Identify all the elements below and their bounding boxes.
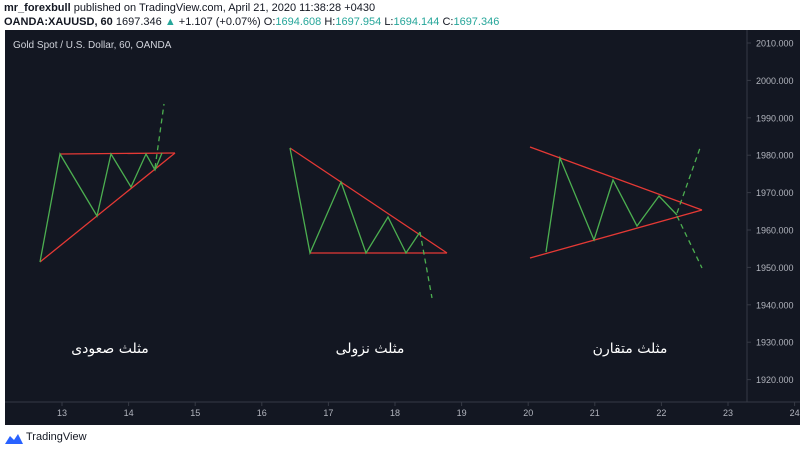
up-arrow-icon: ▲ xyxy=(164,16,176,28)
brand-name[interactable]: TradingView xyxy=(26,431,87,443)
upper-trendline[interactable] xyxy=(529,146,703,211)
time-tick-label: 21 xyxy=(590,408,600,418)
time-tick-label: 15 xyxy=(190,408,200,418)
time-tick-label: 19 xyxy=(457,408,467,418)
lower-trendline[interactable] xyxy=(529,209,703,259)
time-tick-label: 20 xyxy=(523,408,533,418)
price-tick-label: 1970.000 xyxy=(756,188,794,198)
price-tick-label: 2000.000 xyxy=(756,76,794,86)
tradingview-logo-icon xyxy=(5,434,23,444)
ascending-triangle-drawing[interactable] xyxy=(39,103,176,263)
publish-header: mr_forexbull published on TradingView.co… xyxy=(0,0,800,30)
price-tick-label: 1980.000 xyxy=(756,151,794,161)
time-axis[interactable]: 131415161718192021222324252627 xyxy=(57,402,800,418)
time-tick-label: 22 xyxy=(656,408,666,418)
price-tick-label: 1930.000 xyxy=(756,338,794,348)
price-tick-label: 1950.000 xyxy=(756,263,794,273)
price-tick-label: 2010.000 xyxy=(756,39,794,49)
publish-info: mr_forexbull published on TradingView.co… xyxy=(4,2,375,14)
price-tick-label: 1940.000 xyxy=(756,300,794,310)
chart-pane[interactable]: 2010.000 2000.000 1990.000 1980.000 1970.000… xyxy=(5,30,800,425)
support-trendline[interactable] xyxy=(39,152,176,263)
resistance-line[interactable] xyxy=(59,152,176,155)
low-value: 1694.144 xyxy=(393,16,440,28)
price-zigzag[interactable] xyxy=(545,155,678,253)
symmetric-triangle-label[interactable]: مثلث متقارن xyxy=(593,341,668,357)
low-label: L: xyxy=(384,16,394,28)
time-tick-label: 17 xyxy=(323,408,333,418)
symmetric-triangle-drawing[interactable] xyxy=(529,146,703,269)
price-tick-label: 1990.000 xyxy=(756,113,794,123)
symbol-label: OANDA:XAUUSD, 60 xyxy=(4,16,113,28)
author-name[interactable]: mr_forexbull xyxy=(4,2,71,14)
breakout-projection[interactable] xyxy=(154,103,165,169)
time-tick-label: 18 xyxy=(390,408,400,418)
breakdown-projection[interactable] xyxy=(676,215,703,269)
ohlc-line: OANDA:XAUUSD, 60 1697.346 ▲ +1.107 (+0.0… xyxy=(4,16,499,28)
time-tick-label: 16 xyxy=(257,408,267,418)
close-label: C: xyxy=(442,16,454,28)
ascending-triangle-label[interactable]: مثلث صعودی xyxy=(71,341,149,357)
time-tick-label: 13 xyxy=(57,408,67,418)
time-tick-label: 24 xyxy=(790,408,800,418)
price-zigzag[interactable] xyxy=(39,152,163,263)
time-tick-label: 23 xyxy=(723,408,733,418)
price-tick-label: 1960.000 xyxy=(756,226,794,236)
footer: TradingView xyxy=(0,425,800,451)
descending-triangle-label[interactable]: مثلث نزولی xyxy=(336,341,405,357)
descending-triangle-drawing[interactable] xyxy=(289,147,448,299)
close-value: 1697.346 xyxy=(453,16,500,28)
high-label: H: xyxy=(324,16,336,28)
price-tick-label: 1920.000 xyxy=(756,375,794,385)
breakdown-projection[interactable] xyxy=(419,231,433,299)
chart-canvas: 2010.000 2000.000 1990.000 1980.000 1970.000… xyxy=(5,30,800,418)
resistance-trendline[interactable] xyxy=(289,147,448,254)
open-label: O: xyxy=(263,16,276,28)
price-axis[interactable]: 2010.000 2000.000 1990.000 1980.000 1970.000… xyxy=(747,39,794,386)
publish-text: published on TradingView.com, April 21, … xyxy=(70,2,376,14)
open-value: 1694.608 xyxy=(275,16,322,28)
last-price: 1697.346 xyxy=(115,16,162,28)
price-change: +1.107 (+0.07%) xyxy=(178,16,261,28)
high-value: 1697.954 xyxy=(335,16,382,28)
price-zigzag[interactable] xyxy=(289,147,421,256)
time-tick-label: 14 xyxy=(124,408,134,418)
breakout-projection[interactable] xyxy=(676,147,701,214)
chart-title: Gold Spot / U.S. Dollar, 60, OANDA xyxy=(13,40,172,51)
